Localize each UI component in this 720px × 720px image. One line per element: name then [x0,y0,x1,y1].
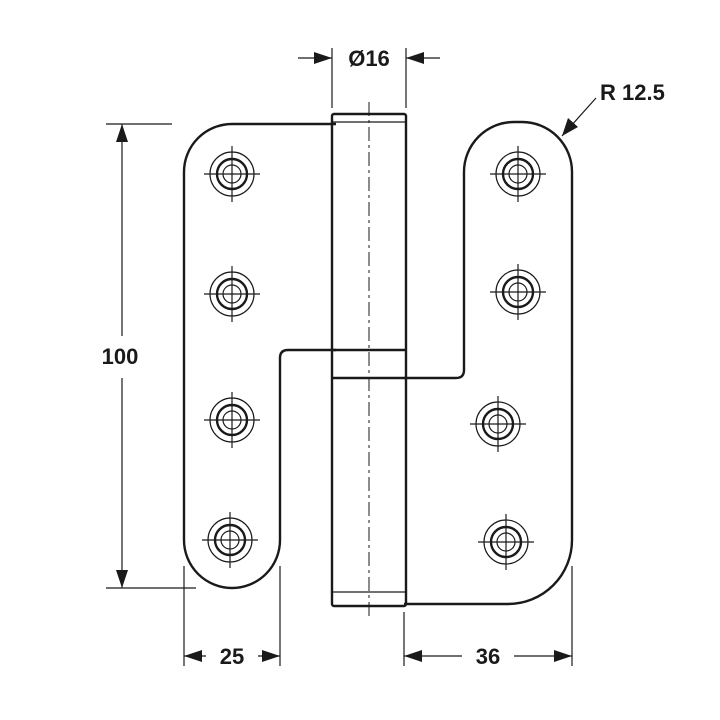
radius-dimension: R 12.5 [561,80,665,137]
left-width-dimension: 25 [183,566,281,669]
pin-diameter-dimension: Ø16 [298,46,440,108]
screw-hole [204,146,260,202]
right-leaf-outline [404,120,574,606]
screw-hole [204,266,260,322]
left-width-label: 25 [220,644,244,669]
screw-hole [470,396,526,452]
screw-hole [202,512,258,568]
radius-label: R 12.5 [600,80,665,105]
screw-hole [490,264,546,320]
screw-hole [478,514,534,570]
right-width-label: 36 [476,644,500,669]
screw-hole [490,146,546,202]
height-dimension: 100 [102,123,196,589]
height-label: 100 [102,344,139,369]
right-width-dimension: 36 [403,566,573,669]
left-leaf-outline [182,122,336,590]
screw-hole [204,392,260,448]
pin-diameter-label: Ø16 [348,46,390,71]
